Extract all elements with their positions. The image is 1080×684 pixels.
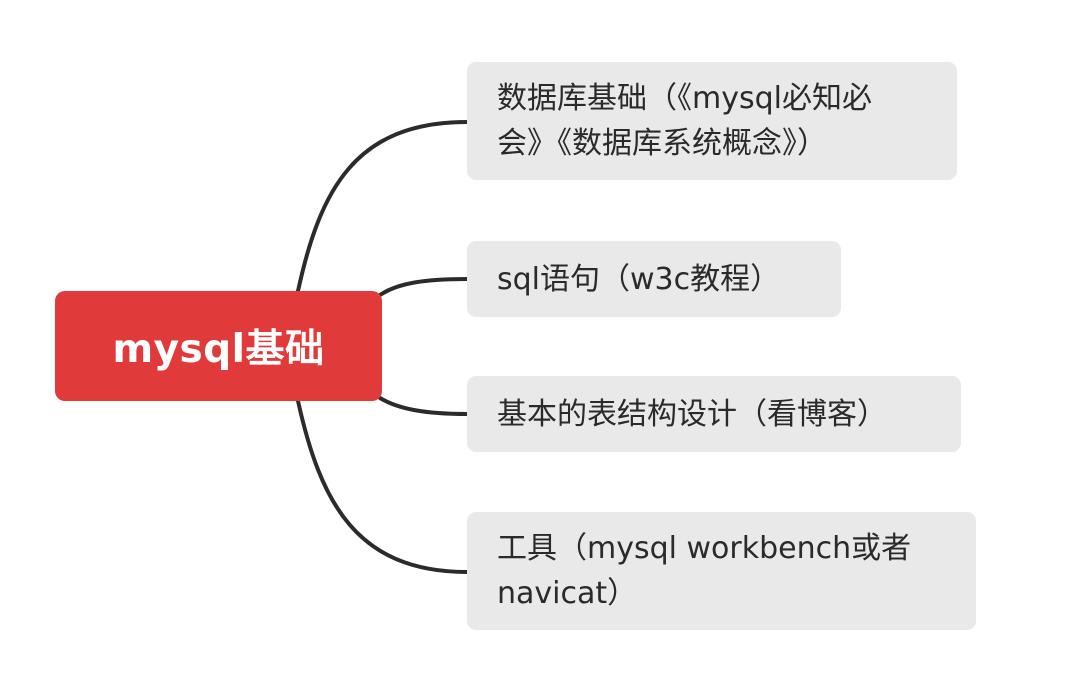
central-topic-label: mysql基础 [112, 327, 325, 372]
branch-topic-label-line: 基本的表结构设计（看博客） [497, 396, 887, 432]
connector-branch-1 [296, 120, 469, 293]
central-topic-node[interactable]: mysql基础 [55, 291, 382, 401]
branch-topic-database-basics[interactable]: 数据库基础（《mysql必知必 会》《数据库系统概念》） [467, 62, 957, 180]
connector-branch-4 [296, 399, 469, 574]
branch-topic-label-line: 工具（mysql workbench或者 [497, 531, 912, 566]
branch-topic-label-line: navicat） [497, 576, 638, 611]
branch-topic-label-line: sql语句（w3c教程） [497, 261, 781, 297]
branch-topic-label-line: 会》《数据库系统概念》） [497, 126, 827, 161]
branch-topic-tools[interactable]: 工具（mysql workbench或者 navicat） [467, 512, 976, 630]
connector-branch-3 [378, 396, 469, 416]
branch-topic-table-design[interactable]: 基本的表结构设计（看博客） [467, 376, 961, 452]
branch-topic-label-line: 数据库基础（《mysql必知必 [497, 81, 872, 116]
connector-branch-2 [378, 277, 469, 297]
branch-topic-sql-statements[interactable]: sql语句（w3c教程） [467, 241, 841, 317]
